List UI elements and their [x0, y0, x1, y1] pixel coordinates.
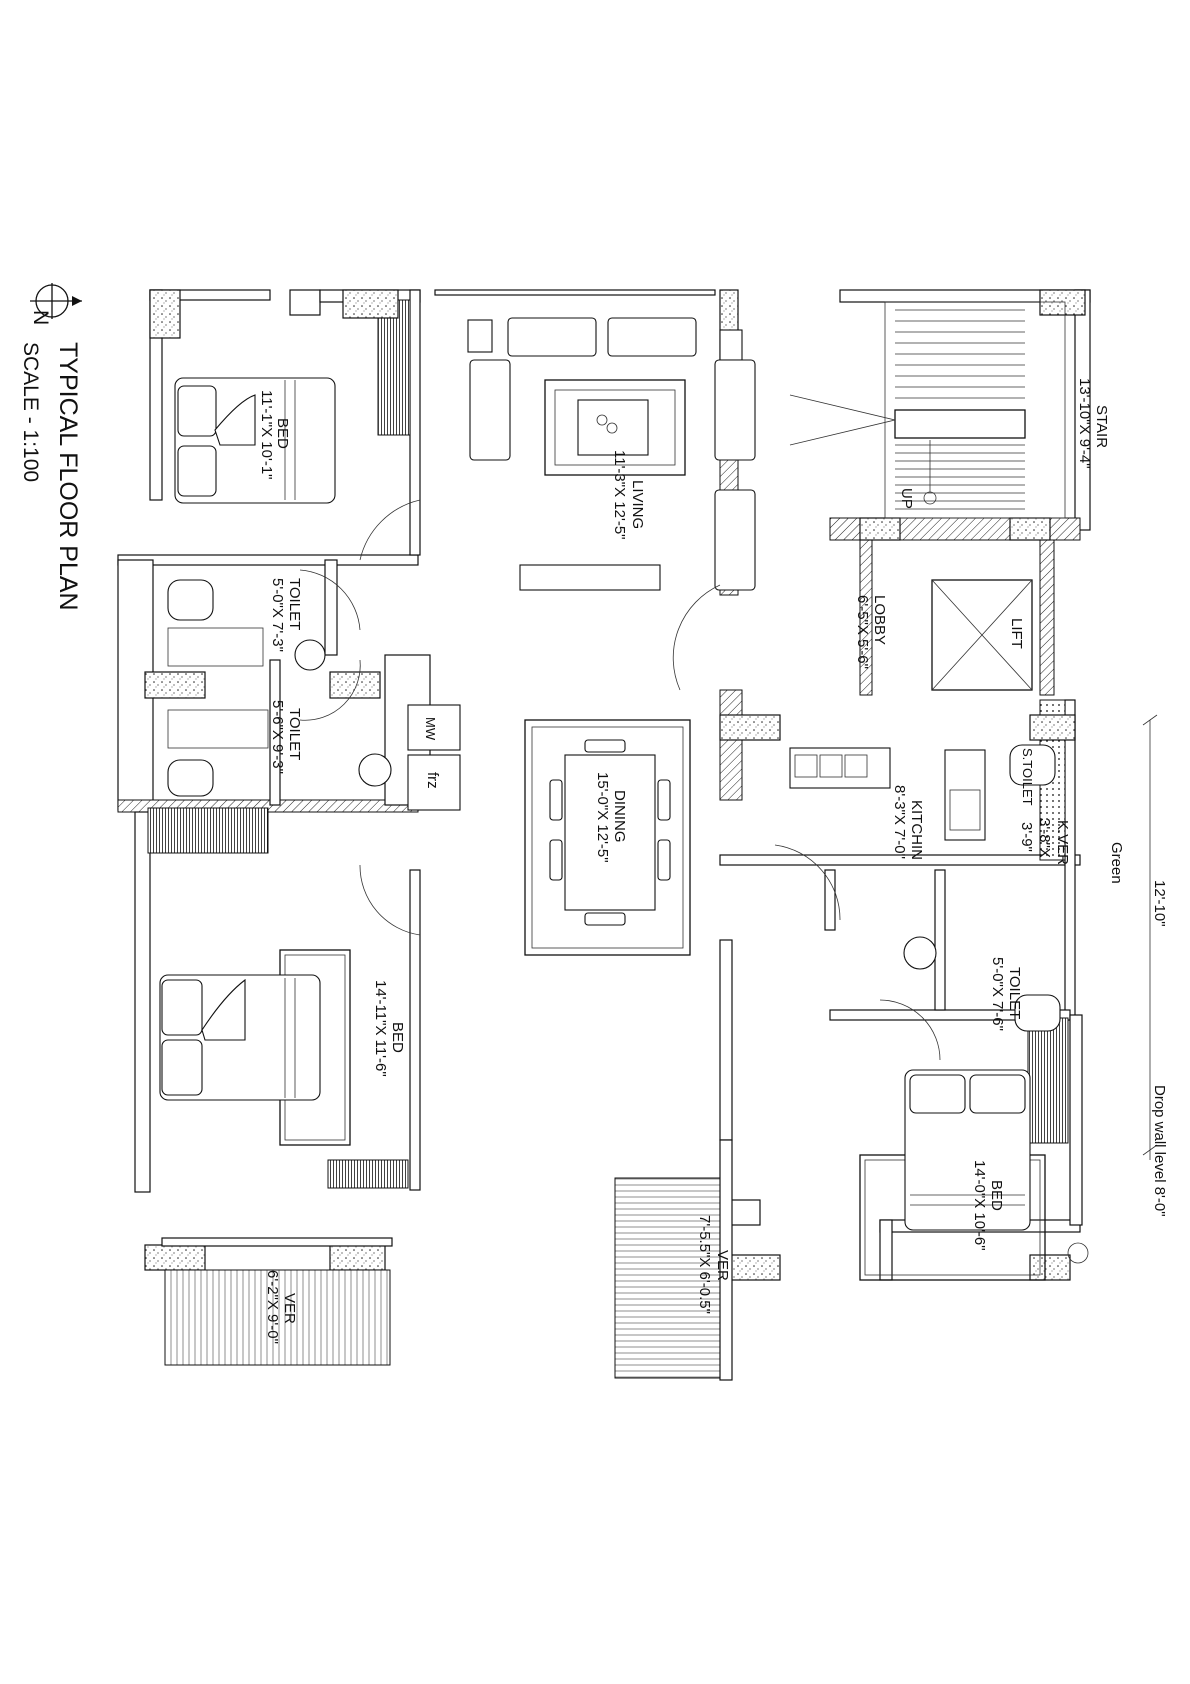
- toilet1-name: TOILET: [286, 578, 303, 630]
- bed3-furniture: [859, 1069, 1089, 1281]
- kver-size1: 3'-8"X: [1036, 818, 1053, 858]
- bed1-furniture: [174, 377, 336, 504]
- ver2-size: 7'-5.5"X 6'-0.5": [696, 1215, 713, 1314]
- kver-name: K.VER: [1054, 820, 1071, 865]
- verandas: [161, 1139, 733, 1381]
- north-arrow-icon: N: [29, 283, 82, 325]
- kitchen-furniture: [789, 747, 986, 841]
- columns: [144, 289, 1086, 1281]
- bed2-size: 14'-11"X 11'-6": [372, 980, 389, 1077]
- kver-size2: 3'-9": [1018, 822, 1035, 852]
- bed3-size: 14'-0"X 10'-6": [971, 1160, 988, 1251]
- toilet3-size: 5'-0"X 7'-6": [989, 957, 1006, 1031]
- stair-up: UP: [898, 488, 915, 509]
- lift-name: LIFT: [1008, 618, 1025, 649]
- room-labels: BED 11'-1"X 10'-1" LIVING 11'-3"X 12'-5"…: [258, 378, 1168, 1344]
- stoilet-name: S.TOILET: [1020, 748, 1035, 806]
- lobby-size: 6'-5"X 5'-6": [854, 595, 871, 669]
- living-name: LIVING: [629, 480, 646, 529]
- toilet3-name: TOILET: [1006, 967, 1023, 1019]
- ver2-name: VER: [714, 1250, 731, 1281]
- bed2-name: BED: [389, 1022, 406, 1053]
- lobby-name: LOBBY: [871, 595, 888, 645]
- ver1-size: 6'-2"X 9'-0": [264, 1270, 281, 1344]
- microwave-label: MW: [423, 717, 438, 741]
- stair: [789, 301, 1066, 519]
- kitchen-name: KITCHIN: [908, 800, 925, 860]
- toilet2-name: TOILET: [286, 708, 303, 760]
- ver1-name: VER: [281, 1293, 298, 1324]
- bed1-name: BED: [274, 418, 291, 449]
- drop-wall-note: Drop wall level 8'-0": [1151, 1085, 1168, 1217]
- living-furniture: [467, 317, 756, 591]
- door-swings: [299, 499, 941, 1061]
- plan-scale: SCALE - 1:100: [19, 342, 42, 482]
- lift-shaft: [931, 579, 1033, 691]
- dimension-lines: [1142, 714, 1158, 1160]
- living-size: 11'-3"X 12'-5": [611, 450, 628, 539]
- stair-name: STAIR: [1093, 405, 1110, 448]
- green-label: Green: [1108, 842, 1125, 884]
- dining-size: 15'-0"X 12'-5": [594, 772, 611, 863]
- toilet-fixtures: [167, 579, 1061, 1032]
- fridge-label: frz: [424, 772, 441, 789]
- north-label: N: [29, 310, 52, 325]
- bed2-furniture: [159, 949, 351, 1146]
- toilet2-size: 5'-6"X 9'-3": [269, 700, 286, 774]
- bed1-size: 11'-1"X 10'-1": [258, 390, 275, 479]
- plan-title: TYPICAL FLOOR PLAN: [54, 342, 82, 611]
- stair-size: 13'-10"X 9'-4": [1076, 378, 1093, 469]
- bed3-name: BED: [988, 1180, 1005, 1211]
- kitchen-size: 8'-3"X 7'-0": [891, 785, 908, 859]
- width-dimension: 12'-10": [1151, 880, 1168, 927]
- dining-name: DINING: [611, 790, 628, 843]
- toilet1-size: 5'-0"X 7'-3": [269, 578, 286, 652]
- dining-furniture: [524, 719, 691, 956]
